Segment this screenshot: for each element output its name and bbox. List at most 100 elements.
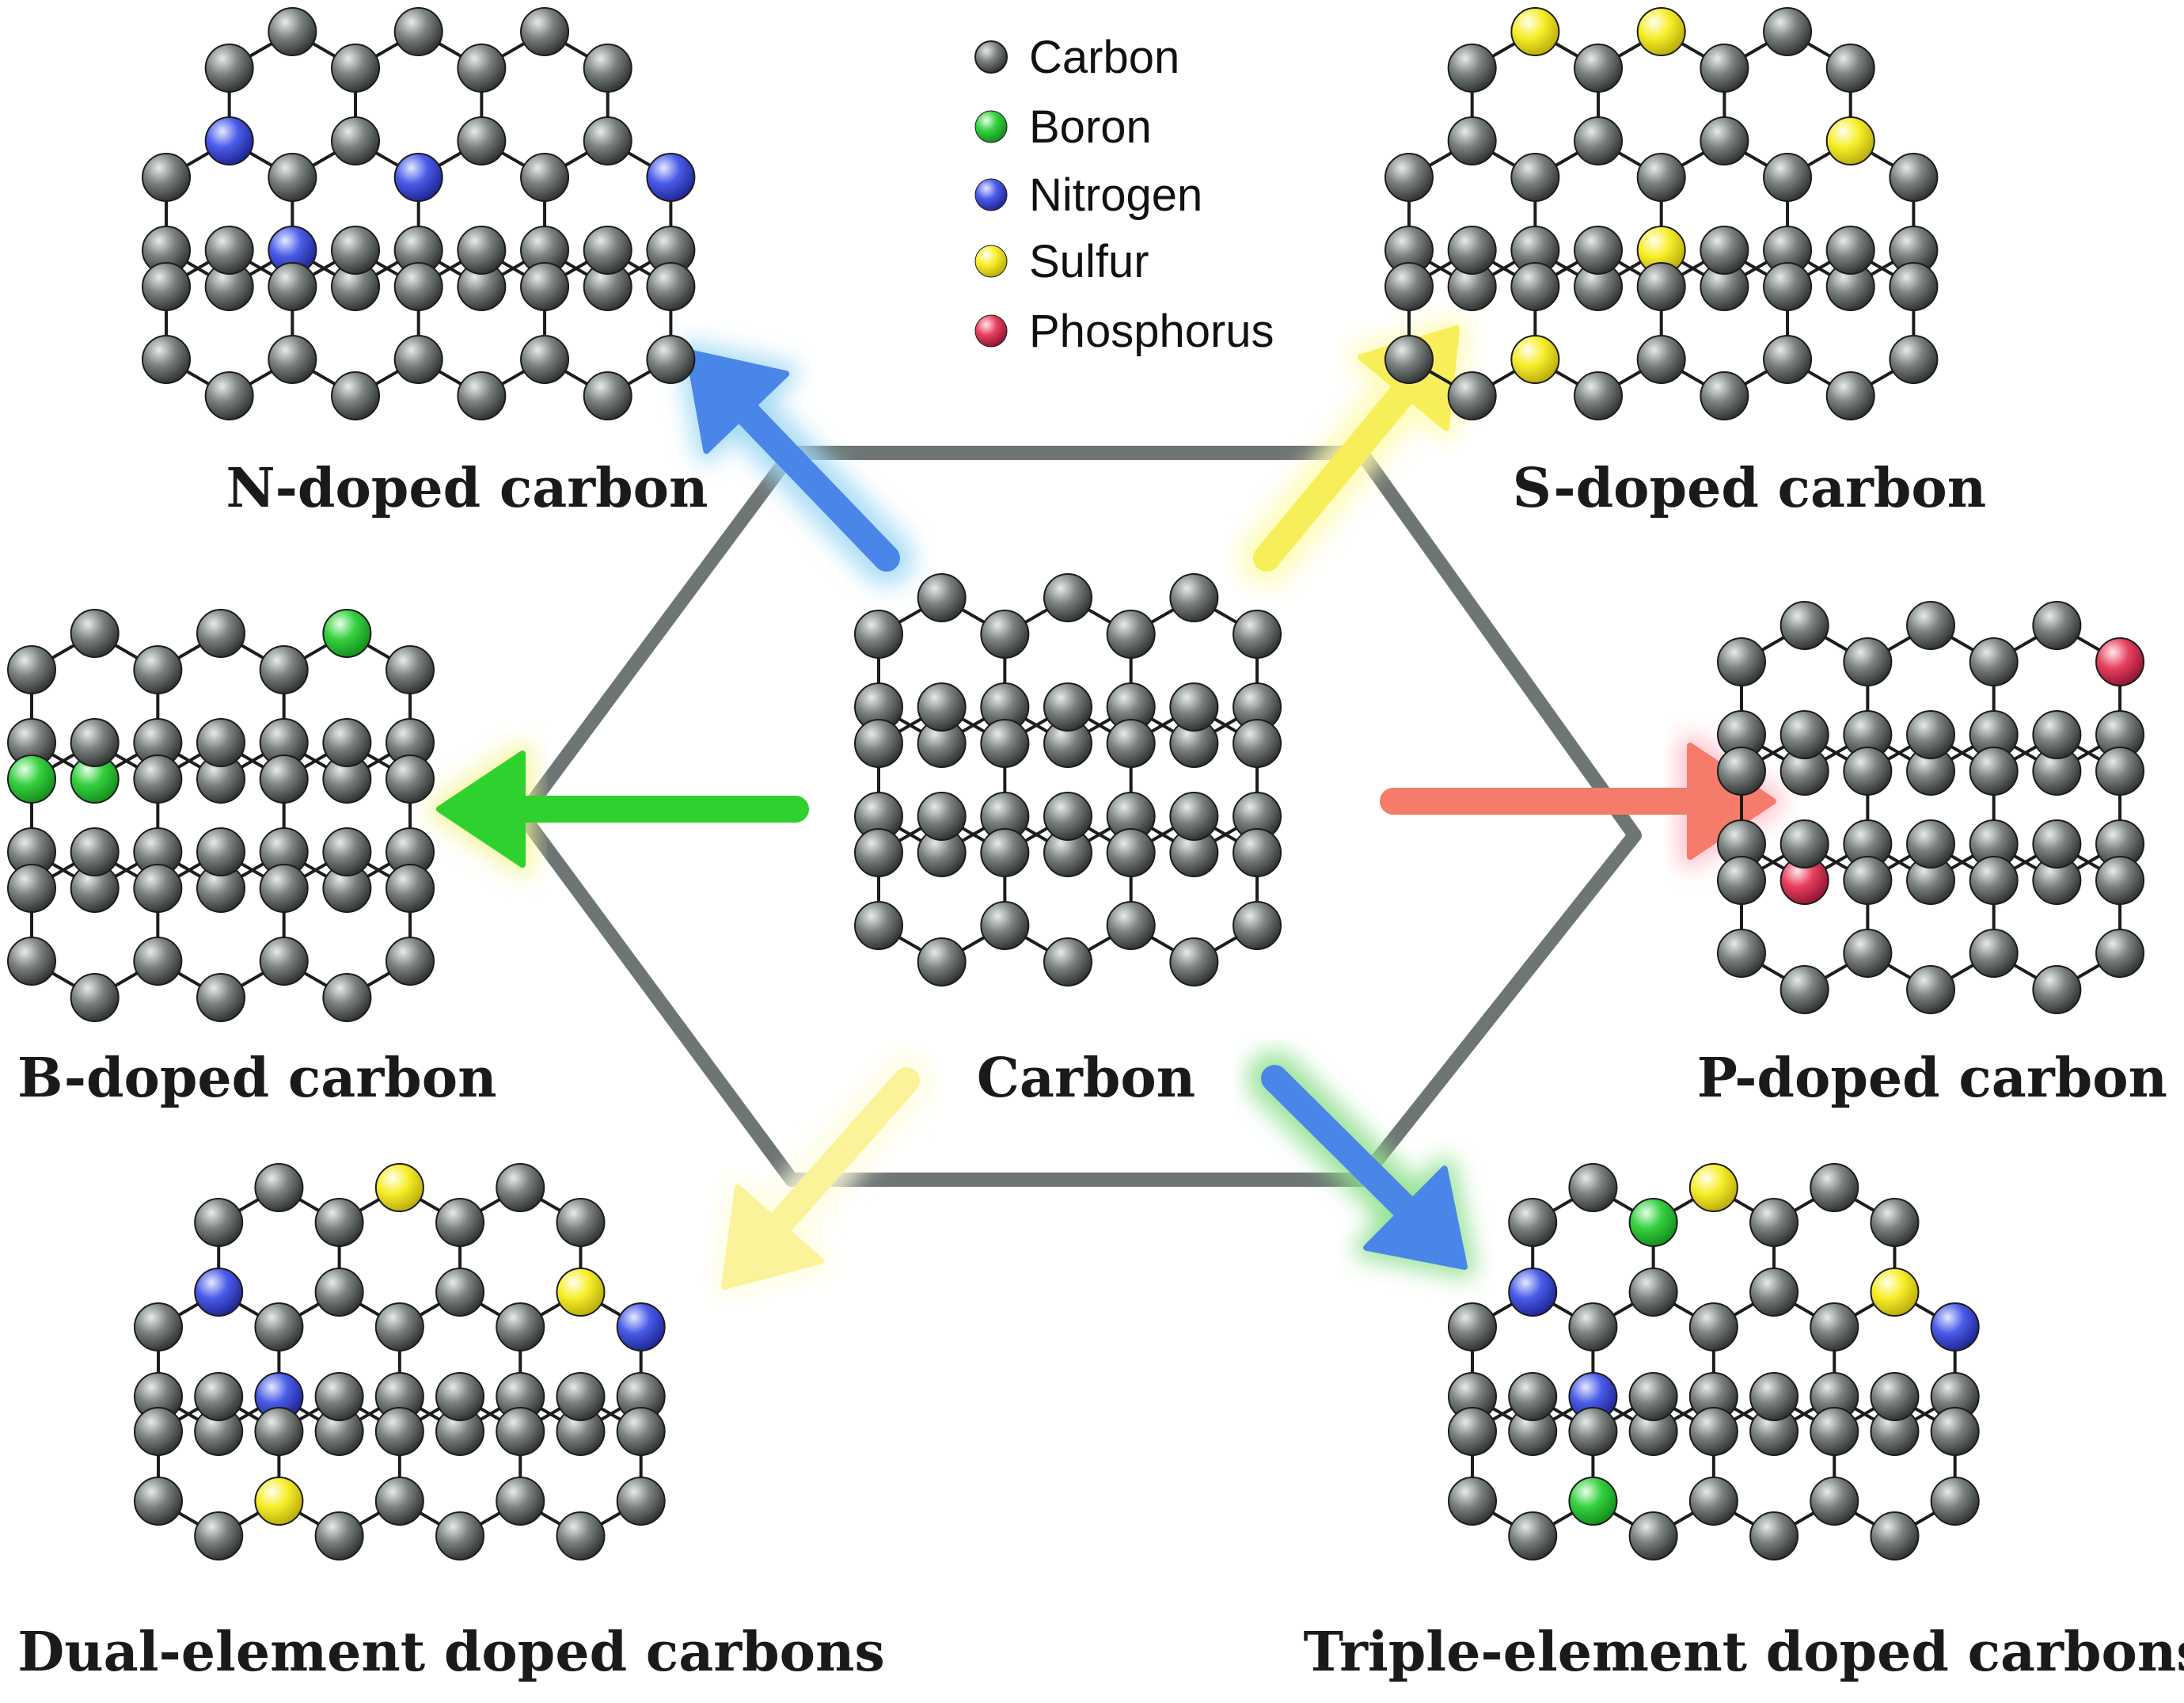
label-s-doped: S-doped carbon <box>1513 457 1986 520</box>
atom-c <box>331 226 381 275</box>
atom-c <box>646 335 696 384</box>
legend-item-boron: Boron <box>974 101 1152 153</box>
atom-c <box>374 1407 424 1456</box>
atom-c <box>980 719 1030 768</box>
atom-c <box>556 1372 606 1421</box>
atom-c <box>196 973 246 1022</box>
atom-c <box>1930 1407 1980 1456</box>
label-b-doped: B-doped carbon <box>17 1047 497 1110</box>
atom-c <box>1384 262 1434 311</box>
legend-item-phosphorus: Phosphorus <box>974 306 1274 357</box>
atom-c <box>583 226 632 275</box>
atom-b <box>1568 1477 1618 1526</box>
atom-c <box>70 827 120 876</box>
atom-c <box>331 371 381 420</box>
lattice-n-doped <box>142 7 696 420</box>
atom-c <box>70 973 120 1022</box>
atom-c <box>2032 965 2082 1014</box>
atom-c <box>646 262 696 311</box>
atom-c <box>134 1302 183 1351</box>
atom-s <box>1825 116 1875 165</box>
atom-c <box>435 1198 485 1247</box>
atom-s <box>1510 335 1560 384</box>
atom-s <box>1636 7 1686 56</box>
atom-c <box>496 1477 545 1526</box>
atom-c <box>374 1477 424 1526</box>
atom-c <box>393 335 443 384</box>
label-triple-element: Triple-element doped carbons <box>1303 1621 2184 1684</box>
atom-c <box>1779 965 1829 1014</box>
atom-c <box>1843 637 1893 686</box>
atom-c <box>7 937 56 986</box>
atom-c <box>583 116 632 165</box>
atom-c <box>1825 371 1875 420</box>
label-n-doped: N-doped carbon <box>226 457 708 520</box>
atom-c <box>1043 937 1093 986</box>
atom-c <box>917 937 967 986</box>
atom-c <box>134 1407 183 1456</box>
atoms <box>7 609 435 1022</box>
atom-c <box>194 1198 244 1247</box>
atom-c <box>583 371 632 420</box>
atom-c <box>980 828 1030 877</box>
atom-c <box>2032 710 2082 759</box>
atom-c <box>616 1407 666 1456</box>
atom-c <box>268 153 317 202</box>
atom-c <box>386 755 435 804</box>
arrow-to-triple <box>1247 1051 1476 1279</box>
atom-c <box>1384 335 1434 384</box>
atom-c <box>1636 262 1686 311</box>
atom-c <box>457 371 507 420</box>
atom-c <box>1169 937 1219 986</box>
atom-c <box>259 645 309 694</box>
atom-c <box>520 335 570 384</box>
atom-c <box>393 262 443 311</box>
atom-c <box>854 901 903 950</box>
atom-c <box>1688 1407 1738 1456</box>
atom-c <box>1448 1477 1497 1526</box>
atom-c <box>1106 610 1156 659</box>
atom-c <box>1969 747 2019 796</box>
atom-c <box>1233 828 1282 877</box>
atom-c <box>1763 153 1813 202</box>
atom-c <box>1448 1407 1497 1456</box>
atom-c <box>1969 929 2019 978</box>
atom-c <box>314 1372 364 1421</box>
atom-c <box>556 1511 606 1560</box>
atom-c <box>142 262 191 311</box>
atom-n <box>616 1302 666 1351</box>
atom-c <box>1889 153 1939 202</box>
atom-c <box>1810 1163 1859 1212</box>
atoms <box>1448 1163 1980 1560</box>
atom-c <box>1717 929 1766 978</box>
atom-c <box>386 937 435 986</box>
atom-b <box>322 609 372 658</box>
atom-c <box>70 609 120 658</box>
bonds <box>877 596 1259 964</box>
atom-c <box>1448 1302 1497 1351</box>
atom-c <box>1906 601 1956 650</box>
atom-c <box>1870 1198 1920 1247</box>
atom-c <box>1574 371 1624 420</box>
atom-c <box>314 1198 364 1247</box>
atom-c <box>1749 1198 1799 1247</box>
atom-c <box>1749 1372 1799 1421</box>
label-p-doped: P-doped carbon <box>1697 1047 2167 1110</box>
atom-c <box>496 1163 545 1212</box>
lattice-triple <box>1448 1163 1980 1560</box>
atom-c <box>496 1407 545 1456</box>
atom-c <box>133 864 183 913</box>
atom-c <box>1688 1477 1738 1526</box>
atom-c <box>314 1511 364 1560</box>
atom-c <box>520 7 570 56</box>
atom-c <box>1043 573 1093 622</box>
carbon-swatch-icon <box>974 40 1008 74</box>
atom-c <box>1889 262 1939 311</box>
lattice-b-doped <box>7 609 435 1022</box>
atom-c <box>1843 929 1893 978</box>
atom-c <box>1510 262 1560 311</box>
atom-n <box>1930 1302 1980 1351</box>
lattice-dual <box>134 1163 666 1560</box>
atom-c <box>331 116 381 165</box>
